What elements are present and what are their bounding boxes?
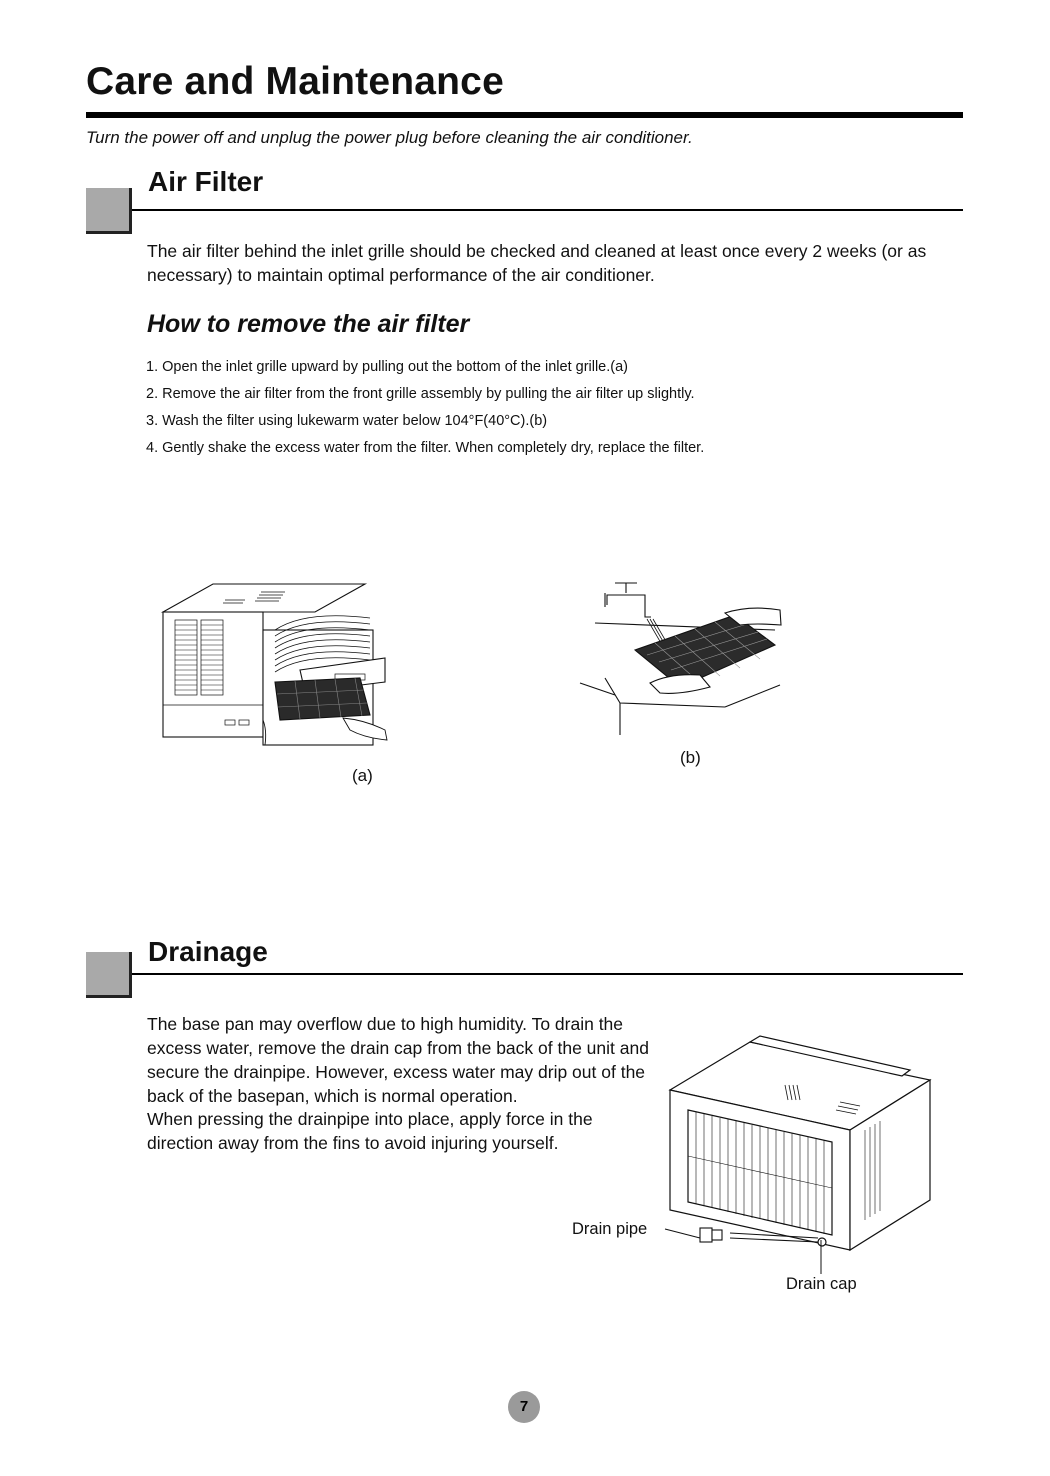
- air-filter-intro: The air filter behind the inlet grille s…: [147, 241, 927, 285]
- page-title: Care and Maintenance: [86, 60, 504, 103]
- drain-pipe-leader: [664, 1228, 701, 1239]
- subheading-remove-filter: How to remove the air filter: [147, 310, 470, 338]
- section-title-air-filter: Air Filter: [148, 166, 264, 197]
- step-item: 3. Wash the filter using lukewarm water …: [146, 413, 548, 429]
- step-item: 4. Gently shake the excess water from th…: [146, 440, 705, 456]
- section-rule-drainage: [132, 973, 963, 975]
- drainage-text: The base pan may overflow due to high hu…: [147, 1014, 649, 1106]
- section-marker-drainage: [86, 952, 132, 998]
- drain-pipe-label: Drain pipe: [572, 1220, 648, 1238]
- steps-list: 1. Open the inlet grille upward by pulli…: [146, 357, 704, 465]
- drain-cap-leader: [820, 1240, 822, 1274]
- drain-cap-label: Drain cap: [786, 1275, 857, 1293]
- section-rule-air-filter: [132, 209, 963, 211]
- figure-a-open-grille: [160, 583, 388, 746]
- figure-b-wash-filter: [579, 582, 782, 735]
- title-rule: [86, 112, 963, 118]
- step-item: 1. Open the inlet grille upward by pulli…: [146, 359, 628, 375]
- section-title-drainage: Drainage: [148, 936, 268, 967]
- figure-drainage-unit: [668, 1035, 932, 1252]
- figure-a-caption: (a): [352, 766, 373, 785]
- safety-note: Turn the power off and unplug the power …: [86, 128, 693, 147]
- step-item: 2. Remove the air filter from the front …: [146, 386, 695, 402]
- section-marker-air-filter: [86, 188, 132, 234]
- page-number: 7: [508, 1391, 540, 1423]
- figure-b-caption: (b): [680, 748, 701, 767]
- drainage-caution: When pressing the drainpipe into place, …: [147, 1109, 593, 1153]
